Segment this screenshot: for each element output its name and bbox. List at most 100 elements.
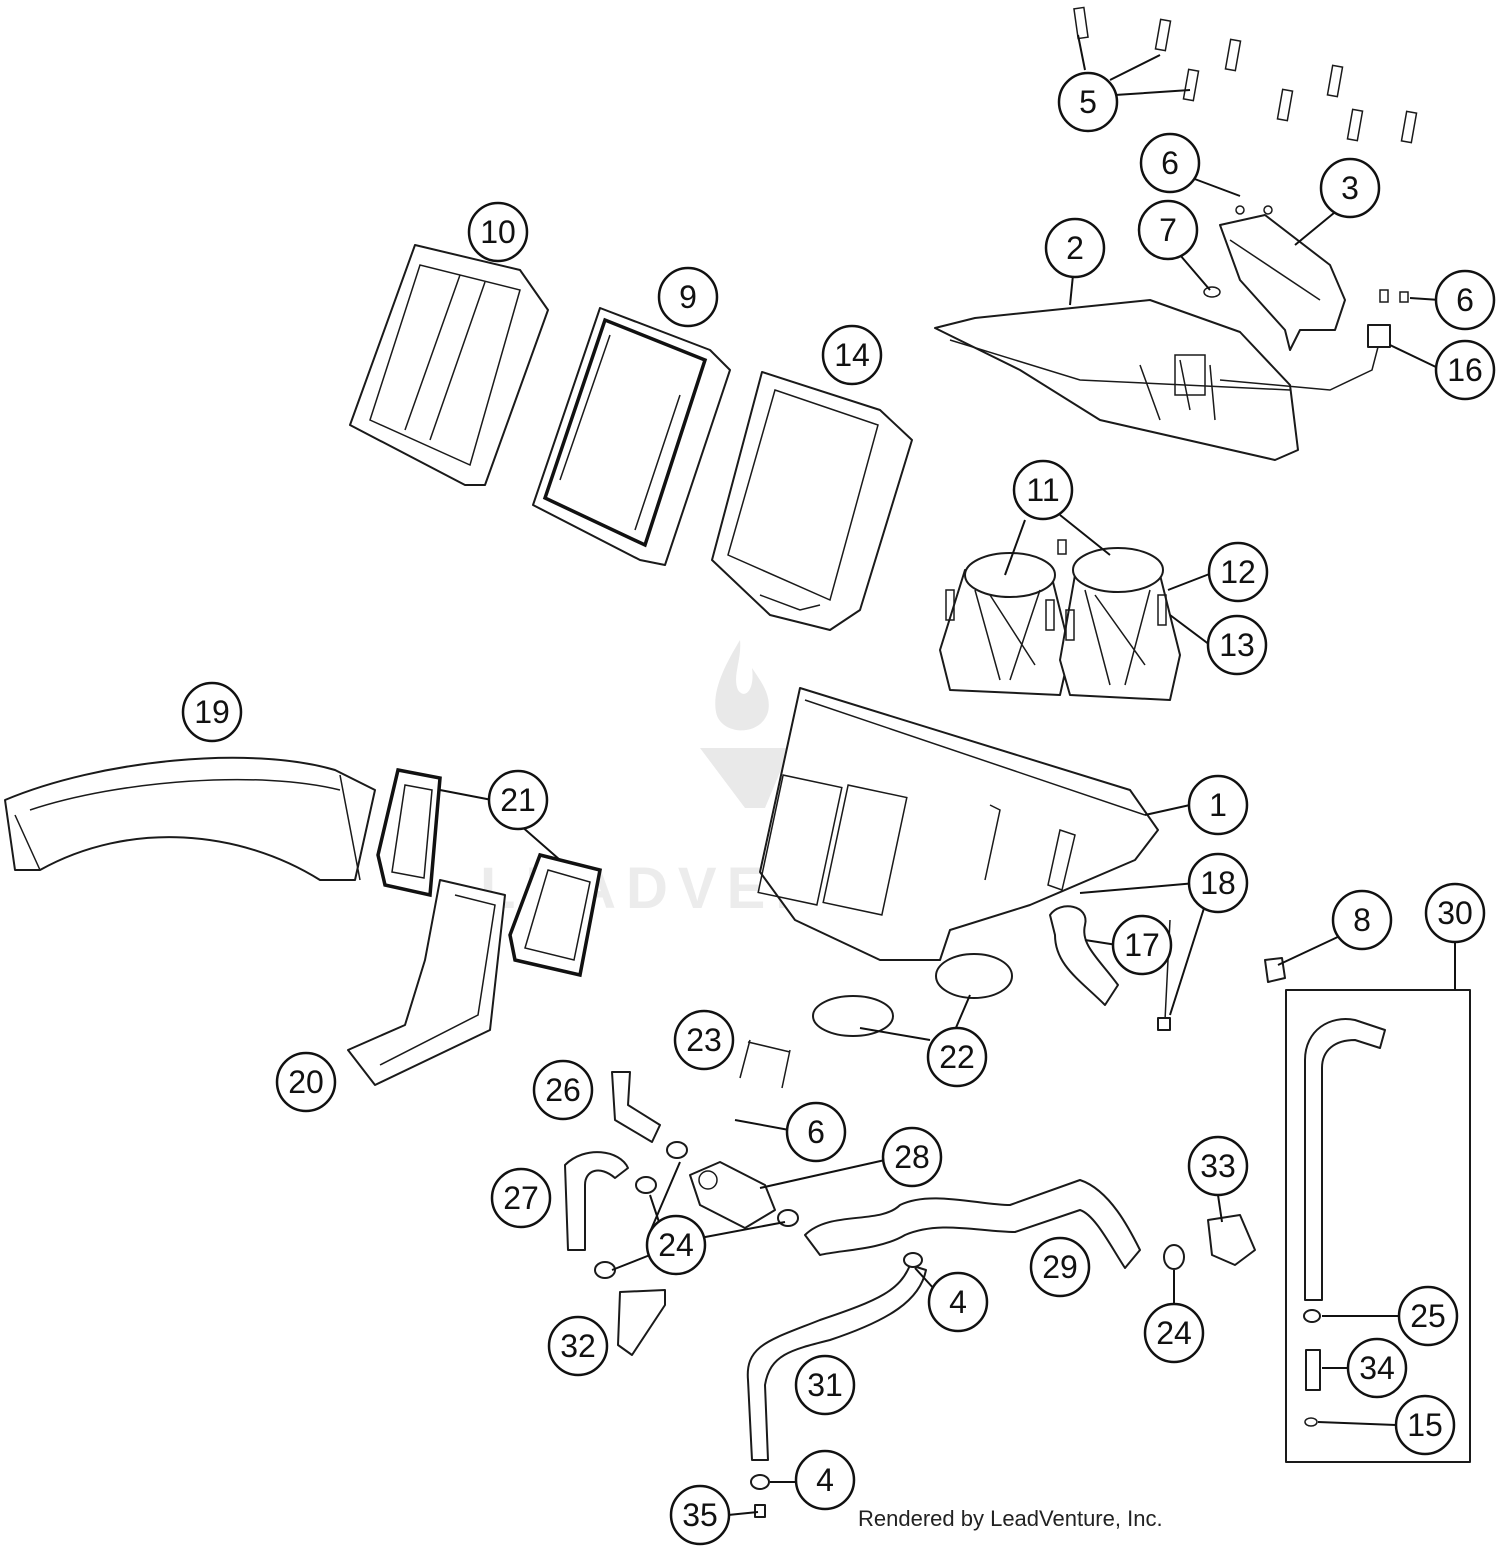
- callout-25[interactable]: 25: [1397, 1285, 1459, 1347]
- callout-8[interactable]: 8: [1331, 889, 1393, 951]
- svg-text:10: 10: [480, 214, 516, 250]
- o-ring-large: [935, 953, 1013, 999]
- callout-6b[interactable]: 6: [1434, 269, 1496, 331]
- callout-11[interactable]: 11: [1012, 459, 1074, 521]
- callout-7[interactable]: 7: [1137, 199, 1199, 261]
- callout-33[interactable]: 33: [1187, 1135, 1249, 1197]
- callout-32[interactable]: 32: [547, 1315, 609, 1377]
- svg-text:17: 17: [1124, 927, 1160, 963]
- callout-26[interactable]: 26: [532, 1059, 594, 1121]
- svg-text:20: 20: [288, 1064, 324, 1100]
- callout-24a[interactable]: 24: [645, 1214, 707, 1276]
- svg-text:35: 35: [682, 1497, 718, 1533]
- svg-text:2: 2: [1066, 230, 1084, 266]
- svg-text:8: 8: [1353, 902, 1371, 938]
- clamp-lower: [750, 1474, 770, 1490]
- intake-funnels: [939, 539, 1181, 701]
- svg-text:3: 3: [1341, 170, 1359, 206]
- callout-4b[interactable]: 4: [794, 1449, 856, 1511]
- svg-text:19: 19: [194, 694, 230, 730]
- callout-15[interactable]: 15: [1394, 1394, 1456, 1456]
- svg-text:31: 31: [807, 1367, 843, 1403]
- callout-27[interactable]: 27: [490, 1167, 552, 1229]
- clamp-right: [1163, 1244, 1185, 1270]
- svg-text:30: 30: [1437, 895, 1473, 931]
- callout-22[interactable]: 22: [926, 1026, 988, 1088]
- callout-2[interactable]: 2: [1044, 217, 1106, 279]
- callout-34[interactable]: 34: [1346, 1337, 1408, 1399]
- air-filter: [349, 244, 549, 486]
- filter-cage: [532, 307, 731, 566]
- svg-text:27: 27: [503, 1180, 539, 1216]
- callout-6c[interactable]: 6: [785, 1101, 847, 1163]
- svg-text:29: 29: [1042, 1249, 1078, 1285]
- svg-text:22: 22: [939, 1039, 975, 1075]
- callout-6a[interactable]: 6: [1139, 132, 1201, 194]
- o-ring-small: [812, 995, 894, 1037]
- svg-text:18: 18: [1200, 865, 1236, 901]
- svg-text:23: 23: [686, 1022, 722, 1058]
- cap: [754, 1504, 766, 1518]
- svg-text:1: 1: [1209, 787, 1227, 823]
- callout-24b[interactable]: 24: [1143, 1302, 1205, 1364]
- svg-text:6: 6: [1161, 145, 1179, 181]
- svg-text:24: 24: [658, 1227, 694, 1263]
- hose-long: [804, 1179, 1141, 1269]
- render-credit: Rendered by LeadVenture, Inc.: [858, 1506, 1163, 1531]
- callout-12[interactable]: 12: [1207, 541, 1269, 603]
- callout-20[interactable]: 20: [275, 1051, 337, 1113]
- clip: [739, 1039, 791, 1089]
- hose-lower: [746, 1264, 927, 1461]
- grommet: [1203, 286, 1221, 298]
- callout-13[interactable]: 13: [1206, 614, 1268, 676]
- callout-18[interactable]: 18: [1187, 852, 1249, 914]
- svg-text:15: 15: [1407, 1407, 1443, 1443]
- callout-17[interactable]: 17: [1111, 914, 1173, 976]
- clamp-upper: [903, 1252, 923, 1268]
- callout-16[interactable]: 16: [1434, 339, 1496, 401]
- bolt-set: [1073, 6, 1418, 144]
- callout-4a[interactable]: 4: [927, 1271, 989, 1333]
- airbox-body: [757, 687, 1159, 961]
- duct-elbow: [347, 879, 506, 1086]
- callout-14[interactable]: 14: [821, 324, 883, 386]
- svg-text:13: 13: [1219, 627, 1255, 663]
- svg-text:9: 9: [679, 279, 697, 315]
- callout-28[interactable]: 28: [881, 1126, 943, 1188]
- callout-19[interactable]: 19: [181, 681, 243, 743]
- callout-5[interactable]: 5: [1057, 71, 1119, 133]
- callout-31[interactable]: 31: [794, 1354, 856, 1416]
- svg-text:11: 11: [1026, 472, 1059, 508]
- svg-text:4: 4: [816, 1462, 834, 1498]
- valve: [689, 1161, 776, 1229]
- connector: [1264, 957, 1286, 983]
- callout-21[interactable]: 21: [487, 769, 549, 831]
- svg-text:25: 25: [1410, 1298, 1446, 1334]
- cover-bracket: [1219, 205, 1346, 351]
- svg-text:28: 28: [894, 1139, 930, 1175]
- callout-3[interactable]: 3: [1319, 157, 1381, 219]
- svg-text:32: 32: [560, 1328, 596, 1364]
- fitting: [1207, 1214, 1256, 1266]
- callout-9[interactable]: 9: [657, 266, 719, 328]
- svg-text:24: 24: [1156, 1315, 1192, 1351]
- svg-text:16: 16: [1447, 352, 1483, 388]
- sensor: [1219, 289, 1409, 391]
- gaskets: [376, 767, 603, 978]
- svg-text:6: 6: [1456, 282, 1474, 318]
- svg-text:26: 26: [545, 1072, 581, 1108]
- filter-frame: [711, 371, 913, 631]
- callout-23[interactable]: 23: [673, 1009, 735, 1071]
- callout-35[interactable]: 35: [669, 1484, 731, 1546]
- svg-text:33: 33: [1200, 1148, 1236, 1184]
- callout-30[interactable]: 30: [1424, 882, 1486, 944]
- callout-1[interactable]: 1: [1187, 774, 1249, 836]
- callout-10[interactable]: 10: [467, 201, 529, 263]
- svg-text:5: 5: [1079, 84, 1097, 120]
- svg-text:12: 12: [1220, 554, 1256, 590]
- svg-text:21: 21: [500, 782, 536, 818]
- drain-hose: [1049, 905, 1119, 1006]
- svg-text:7: 7: [1159, 212, 1177, 248]
- airbox-lid: [934, 299, 1299, 461]
- callout-29[interactable]: 29: [1029, 1236, 1091, 1298]
